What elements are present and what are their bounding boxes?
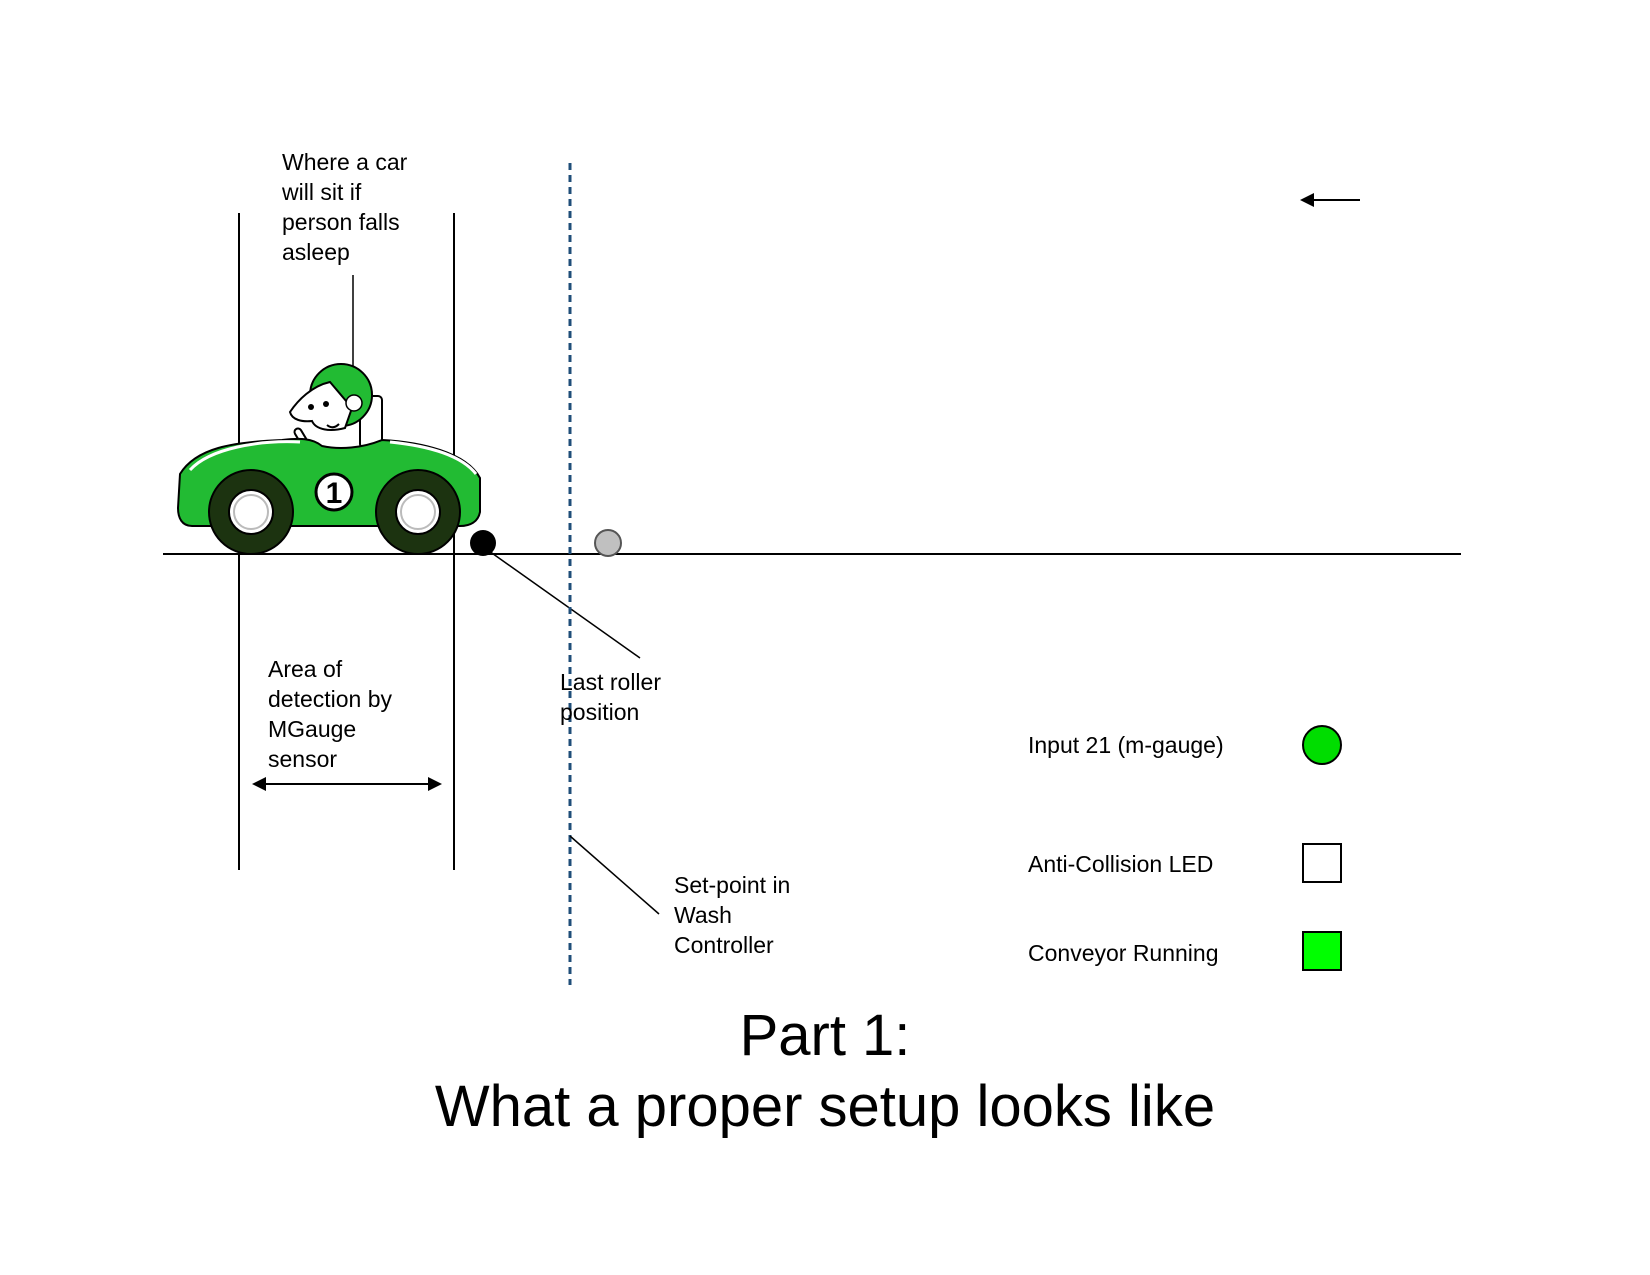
input21-indicator-icon	[1302, 725, 1342, 765]
title-line-1: Part 1:	[739, 1003, 911, 1068]
last-roller-label: Last roller position	[560, 667, 661, 727]
asleep-label-line: asleep	[282, 239, 350, 265]
setpoint-label: Set-point in Wash Controller	[674, 870, 790, 960]
asleep-label: Where a car will sit if person falls asl…	[282, 147, 407, 267]
roller-pointer	[488, 550, 641, 659]
setpoint-pointer	[569, 835, 660, 915]
legend-input21-label: Input 21 (m-gauge)	[1028, 732, 1224, 758]
last-roller-active	[470, 530, 496, 556]
asleep-label-line: Where a car	[282, 149, 408, 175]
legend-conveyor-running-label: Conveyor Running	[1028, 940, 1219, 966]
detection-area-label-line: detection by	[268, 686, 393, 712]
asleep-label-line: person falls	[282, 209, 400, 235]
car-number: 1	[326, 477, 343, 510]
setpoint-label-line: Wash	[674, 902, 732, 928]
anti-collision-indicator-icon	[1302, 843, 1342, 883]
detection-area-arrow	[252, 777, 442, 791]
roller-inactive	[594, 529, 622, 557]
last-roller-label-line: Last roller	[560, 669, 661, 695]
setpoint-label-line: Set-point in	[674, 872, 791, 898]
setpoint-label-line: Controller	[674, 932, 774, 958]
direction-arrow	[1300, 193, 1360, 207]
detection-area-label-line: Area of	[268, 656, 343, 682]
race-car-icon	[176, 363, 481, 555]
detection-area-label-line: sensor	[268, 746, 338, 772]
legend-anti-collision-label: Anti-Collision LED	[1028, 851, 1214, 877]
detection-area-label-line: MGauge	[268, 716, 357, 742]
asleep-label-line: will sit if	[282, 179, 362, 205]
title-line-2: What a proper setup looks like	[434, 1074, 1216, 1139]
detection-area-label: Area of detection by MGauge sensor	[268, 654, 392, 774]
conveyor-running-indicator-icon	[1302, 931, 1342, 971]
last-roller-label-line: position	[560, 699, 640, 725]
